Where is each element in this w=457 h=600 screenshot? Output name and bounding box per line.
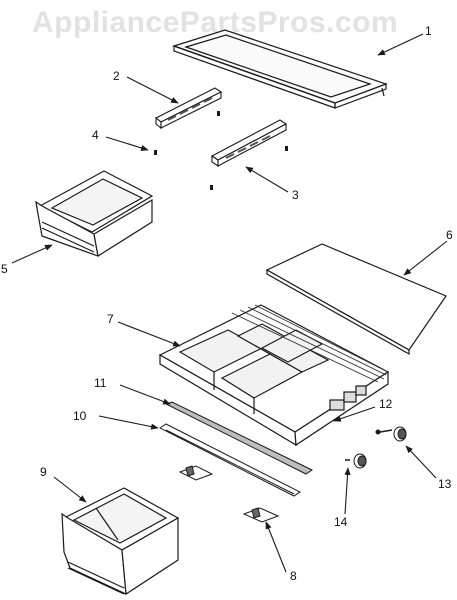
callout-2: 2 — [113, 69, 120, 83]
callout-1: 1 — [425, 24, 432, 38]
callout-10: 10 — [73, 409, 87, 423]
callout-5: 5 — [1, 262, 8, 276]
cam-part-14 — [345, 453, 367, 469]
glass-insert-part-6 — [265, 243, 447, 356]
support-rail-part-10 — [159, 423, 301, 497]
bin-part-9 — [61, 487, 180, 596]
callout-9: 9 — [40, 465, 47, 479]
shelf-support-part-2 — [154, 87, 223, 130]
callout-7: 7 — [107, 312, 114, 326]
callout-6: 6 — [446, 228, 453, 242]
callout-8: 8 — [290, 569, 297, 583]
shelf-support-part-3 — [210, 119, 288, 168]
screws-part-4 — [154, 111, 288, 190]
callout-4: 4 — [92, 128, 99, 142]
callout-12: 12 — [379, 397, 393, 411]
shelf-frame-part-1 — [172, 29, 388, 109]
callout-11: 11 — [94, 376, 107, 390]
callout-14: 14 — [334, 515, 348, 529]
knob-part-13 — [393, 426, 407, 442]
callout-13: 13 — [438, 477, 452, 491]
slides-part-8 — [178, 465, 280, 523]
crisper-frame-part-7 — [158, 304, 390, 447]
callout-3: 3 — [292, 188, 299, 202]
leader-lines — [11, 33, 448, 573]
pan-part-5 — [35, 170, 154, 257]
screw-part-12 — [375, 429, 393, 435]
